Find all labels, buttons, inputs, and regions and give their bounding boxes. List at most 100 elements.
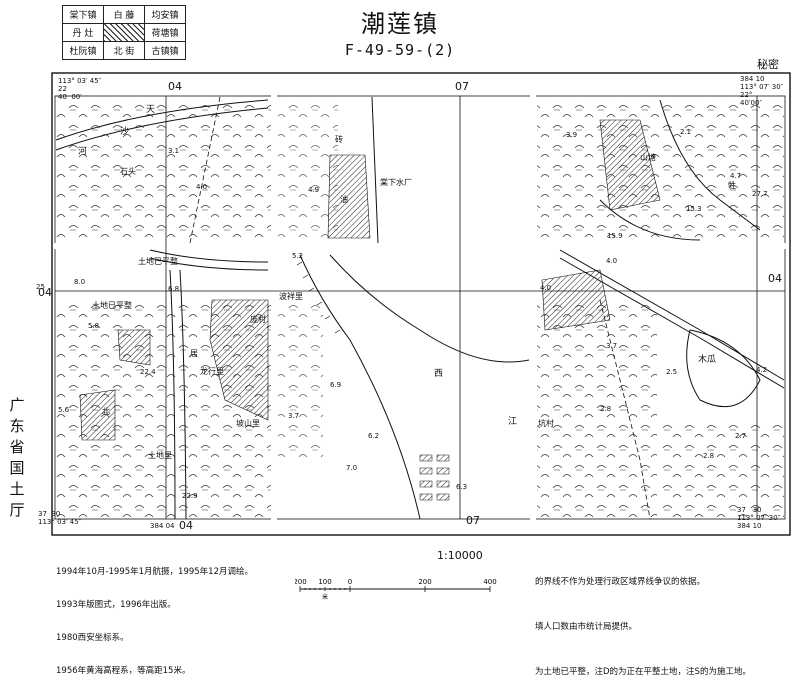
place-name: 居	[190, 349, 198, 358]
scale-tick-label: 0	[348, 578, 352, 586]
grid-label-bottom: 07	[466, 514, 480, 527]
note-line: 的界线不作为处理行政区域界线争议的依据。	[535, 577, 706, 587]
sheet-index-grid: 棠下镇 白 藤 均安镇 丹 灶 荷塘镇 杜阮镇 北 街 古镇镇	[62, 5, 186, 60]
pond-area	[660, 420, 784, 518]
legend-notes: 的界线不作为处理行政区域界线争议的依据。 填人口数由市统计局提供。 为土地已平整…	[535, 545, 751, 695]
road	[179, 269, 187, 520]
road	[55, 107, 269, 151]
note-line: 1994年10月-1995年1月航摄，1995年12月调绘。	[56, 567, 254, 577]
place-name: 石头	[120, 167, 136, 176]
elevation-point: 6.3	[456, 483, 468, 491]
tile-seam	[271, 74, 277, 534]
elevation-point: 7.0	[346, 464, 358, 472]
corner-annotation-left-mid: 25	[36, 283, 45, 291]
scale-tick-label: 100	[318, 578, 331, 586]
settlement-block	[79, 389, 116, 441]
river-bank	[299, 254, 421, 520]
admin-boundary	[189, 96, 221, 244]
contour	[599, 199, 701, 241]
survey-notes: 1994年10月-1995年1月航摄，1995年12月调绘。 1993年版图式，…	[56, 545, 253, 688]
grid-label-right: 04	[768, 272, 782, 285]
elevation-point: 8.0	[74, 278, 86, 286]
map-outer-frame	[51, 72, 791, 536]
contour	[659, 99, 761, 231]
elevation-point: 5.2	[292, 252, 304, 260]
tile-seam	[530, 74, 536, 534]
elevation-point: 6.8	[168, 285, 180, 293]
place-name: 山塘	[640, 153, 656, 162]
elevation-point: 15.3	[686, 205, 702, 213]
km-grid	[55, 96, 785, 519]
corner-annotation-bottom-left-grid: 384 04	[150, 522, 175, 530]
elevation-point: 2.5	[666, 368, 678, 376]
corner-annotation-bottom-left: 37 30 113° 03′ 45″	[38, 510, 82, 526]
elevation-point: 2.1	[680, 128, 692, 136]
grid-label-top: 04	[168, 80, 182, 93]
place-name: 油	[340, 195, 348, 204]
map-drawing[interactable]	[0, 0, 800, 600]
settlement-block	[599, 119, 661, 211]
map-scale-ratio: 1:10000	[437, 549, 483, 562]
elevation-point: 6.9	[330, 381, 342, 389]
elevation-point: 4.0	[540, 284, 552, 292]
scale-tick-label: 400	[483, 578, 496, 586]
elevation-point: 22.9	[182, 492, 198, 500]
corner-annotation-top-right: 384 10 113° 07′ 30″ 22° 40′00″	[740, 75, 784, 107]
admin-boundary	[599, 299, 651, 520]
sheet-number: F-49-59-(2)	[344, 41, 456, 59]
settlement-block	[117, 329, 151, 366]
elevation-point: 15.9	[607, 232, 623, 240]
settlement-block	[209, 299, 269, 421]
contour	[686, 329, 761, 408]
place-name: 土地已平整	[138, 257, 178, 266]
road	[559, 249, 785, 381]
road	[149, 257, 269, 271]
place-name: 庞村	[250, 315, 266, 324]
road	[371, 96, 379, 244]
corner-annotation-bottom-right: 37 30 113° 07′ 30″ 384 10	[737, 506, 781, 530]
place-name: 木瓜	[698, 355, 717, 365]
elevation-point: 2.7	[735, 432, 747, 440]
road	[149, 249, 269, 263]
place-name: 坑村	[538, 419, 554, 428]
elevation-point: 22.4	[140, 368, 156, 376]
note-line: 1956年黄海高程系，等高距15米。	[56, 666, 191, 676]
elevation-point: 6.2	[368, 432, 380, 440]
elevation-point: 4.7	[730, 172, 742, 180]
place-name: 牲	[728, 181, 736, 190]
publisher-side-label: 广东省国土厅	[9, 396, 25, 519]
corner-annotation-top-left: 113° 03′ 45″ 22 40 00′	[58, 77, 102, 101]
grid-label-bottom: 04	[179, 519, 193, 532]
place-name: 龙行里	[200, 367, 224, 376]
elevation-point: 4.2	[756, 366, 768, 374]
elevation-point: 27.7	[752, 190, 768, 198]
place-name: 天	[146, 105, 156, 115]
elevation-point: 3.9	[566, 131, 578, 139]
road	[169, 269, 176, 520]
place-name: 土地里	[148, 451, 172, 460]
road	[55, 99, 269, 141]
note-line: 1980西安坐标系。	[56, 633, 129, 643]
grid-label-top: 07	[455, 80, 469, 93]
place-name: 坡山里	[236, 419, 260, 428]
note-line: 1993年版图式，1996年出版。	[56, 600, 176, 610]
pond-area	[56, 97, 271, 243]
elevation-point: 2.8	[703, 452, 715, 460]
settlement-block	[541, 269, 611, 331]
elevation-point: 5.8	[88, 322, 100, 330]
settlement-block	[327, 154, 371, 239]
place-name: 西	[434, 369, 444, 379]
road	[559, 257, 785, 389]
elevation-point: 4.0	[606, 257, 618, 265]
tile-seam	[53, 243, 789, 249]
pond-area	[278, 300, 323, 460]
elevation-point: 4.9	[308, 186, 320, 194]
index-cell: 古镇镇	[144, 41, 186, 60]
scale-unit: 米	[322, 593, 328, 600]
place-name: 棠下水厂	[380, 178, 412, 187]
grid-label-left: 04	[38, 286, 52, 299]
river-bank	[329, 254, 530, 363]
place-name: 砖	[335, 135, 343, 144]
elevation-point: 5.6	[58, 406, 70, 414]
elevation-point: 3.7	[606, 342, 618, 350]
